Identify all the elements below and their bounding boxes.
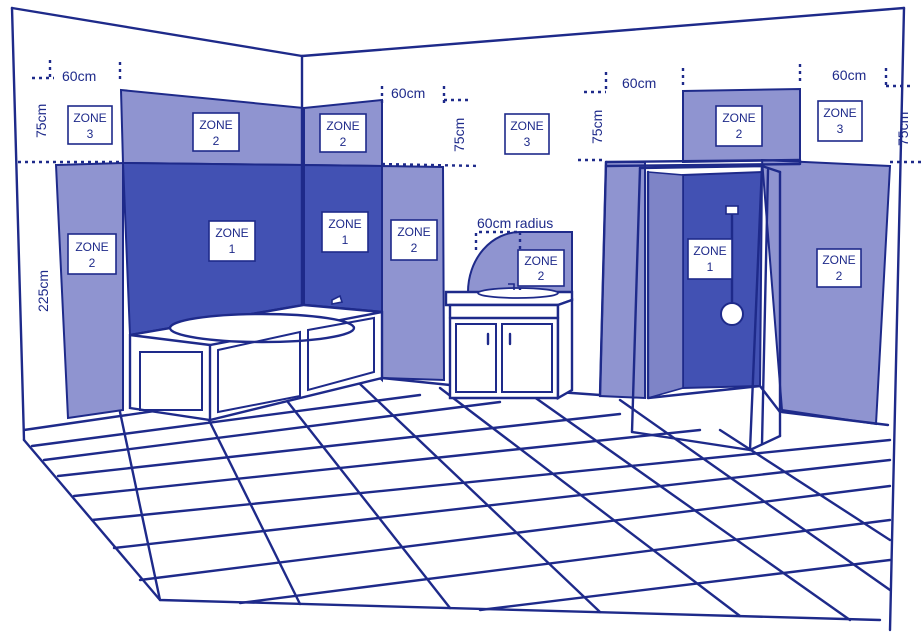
dim-sink-radius: 60cm radius	[477, 215, 553, 231]
svg-text:1: 1	[342, 233, 349, 247]
svg-text:ZONE: ZONE	[524, 254, 557, 268]
dim-left-60: 60cm	[62, 68, 96, 84]
zone-label-shower: ZONE 1	[688, 239, 732, 279]
zone-label-sink: ZONE 2	[518, 250, 564, 286]
svg-text:ZONE: ZONE	[328, 217, 361, 231]
svg-text:2: 2	[736, 127, 743, 141]
zone-label-bath-left: ZONE 2	[68, 234, 116, 274]
svg-text:ZONE: ZONE	[823, 106, 856, 120]
zone-label-shower-right-top: ZONE 3	[818, 101, 862, 141]
left-wall-edge	[12, 8, 24, 440]
left-wall-outline	[12, 8, 904, 56]
svg-text:ZONE: ZONE	[199, 118, 232, 132]
svg-text:1: 1	[229, 242, 236, 256]
right-wall-edge	[890, 8, 904, 630]
zone-label-sink-center: ZONE 3	[505, 114, 549, 154]
zone-label-shower-right: ZONE 2	[817, 249, 861, 287]
zone-fill-beside-bath	[382, 166, 444, 380]
svg-text:ZONE: ZONE	[510, 119, 543, 133]
zone-label-shower-top: ZONE 2	[716, 106, 762, 146]
dim-right-60: 60cm	[832, 67, 866, 83]
zone-label-above-bath-left: ZONE 2	[193, 113, 239, 151]
dim-left-225: 225cm	[35, 270, 51, 312]
dim-mid-75: 75cm	[451, 118, 467, 152]
svg-text:ZONE: ZONE	[215, 226, 248, 240]
svg-text:3: 3	[524, 135, 531, 149]
svg-text:ZONE: ZONE	[73, 111, 106, 125]
sink-vanity	[446, 284, 572, 398]
svg-text:3: 3	[837, 122, 844, 136]
zone-label-above-bath-corner: ZONE 2	[320, 114, 366, 152]
svg-text:2: 2	[213, 134, 220, 148]
dim-left-75: 75cm	[33, 104, 49, 138]
svg-text:2: 2	[836, 269, 843, 283]
svg-text:3: 3	[87, 127, 94, 141]
svg-text:ZONE: ZONE	[75, 240, 108, 254]
zone-label-bath-back: ZONE 1	[209, 221, 255, 261]
svg-text:2: 2	[411, 241, 418, 255]
svg-text:2: 2	[89, 256, 96, 270]
dim-right-75: 75cm	[895, 112, 911, 146]
svg-text:ZONE: ZONE	[822, 253, 855, 267]
svg-text:2: 2	[340, 135, 347, 149]
dim-shower-75: 75cm	[589, 110, 605, 144]
svg-text:ZONE: ZONE	[326, 119, 359, 133]
svg-text:ZONE: ZONE	[693, 244, 726, 258]
dim-shower-60: 60cm	[622, 75, 656, 91]
svg-text:2: 2	[538, 269, 545, 283]
dim-mid-60: 60cm	[391, 85, 425, 101]
zone-label-beside-bath: ZONE 2	[391, 220, 437, 260]
zone-fill-left-wall	[56, 163, 123, 418]
zone-label-bath-corner: ZONE 1	[322, 212, 368, 252]
zone-fill-shower-interior	[683, 172, 762, 388]
zone-label-top-left: ZONE 3	[68, 106, 112, 144]
svg-text:ZONE: ZONE	[722, 111, 755, 125]
floor-tiles	[24, 378, 890, 620]
svg-text:1: 1	[707, 260, 714, 274]
zone-fill-shower-inner-left	[648, 172, 683, 398]
svg-text:ZONE: ZONE	[397, 225, 430, 239]
